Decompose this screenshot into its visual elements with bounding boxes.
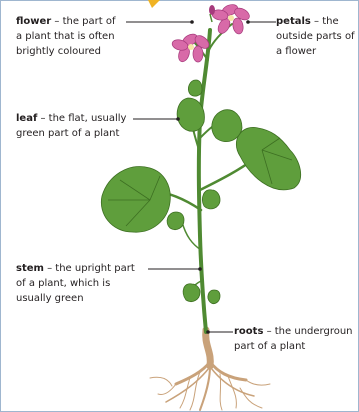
arrow-fragment xyxy=(148,0,160,8)
flower-desc-line1: – the part of xyxy=(51,16,115,27)
stem-illustration xyxy=(154,24,258,332)
stem-desc-line2: of a plant, which is xyxy=(16,276,135,291)
leaf-label: leaf – the flat, usually green part of a… xyxy=(16,111,126,141)
petals-term: petals xyxy=(276,16,311,27)
petals-desc-line2: outside parts of xyxy=(276,29,355,44)
flower-term: flower xyxy=(16,16,51,27)
flower-label: flower – the part of a plant that is oft… xyxy=(16,14,116,59)
stem-label: stem – the upright part of a plant, whic… xyxy=(16,261,135,306)
stem-term: stem xyxy=(16,263,44,274)
roots-desc-line1: – the undergroun xyxy=(263,326,352,337)
leaf-desc-line1: – the flat, usually xyxy=(37,113,126,124)
roots-label: roots – the undergroun part of a plant xyxy=(234,324,353,354)
petals-desc-line3: a flower xyxy=(276,44,355,59)
flower-desc-line3: brightly coloured xyxy=(16,44,116,59)
stem-desc-line1: – the upright part xyxy=(44,263,135,274)
flower-desc-line2: a plant that is often xyxy=(16,29,116,44)
roots-desc-line2: part of a plant xyxy=(234,339,353,354)
leaf-desc-line2: green part of a plant xyxy=(16,126,126,141)
petals-desc-line1: – the xyxy=(311,16,339,27)
roots-term: roots xyxy=(234,326,263,337)
leaf-term: leaf xyxy=(16,113,37,124)
petals-label: petals – the outside parts of a flower xyxy=(276,14,355,59)
stem-desc-line3: usually green xyxy=(16,291,135,306)
